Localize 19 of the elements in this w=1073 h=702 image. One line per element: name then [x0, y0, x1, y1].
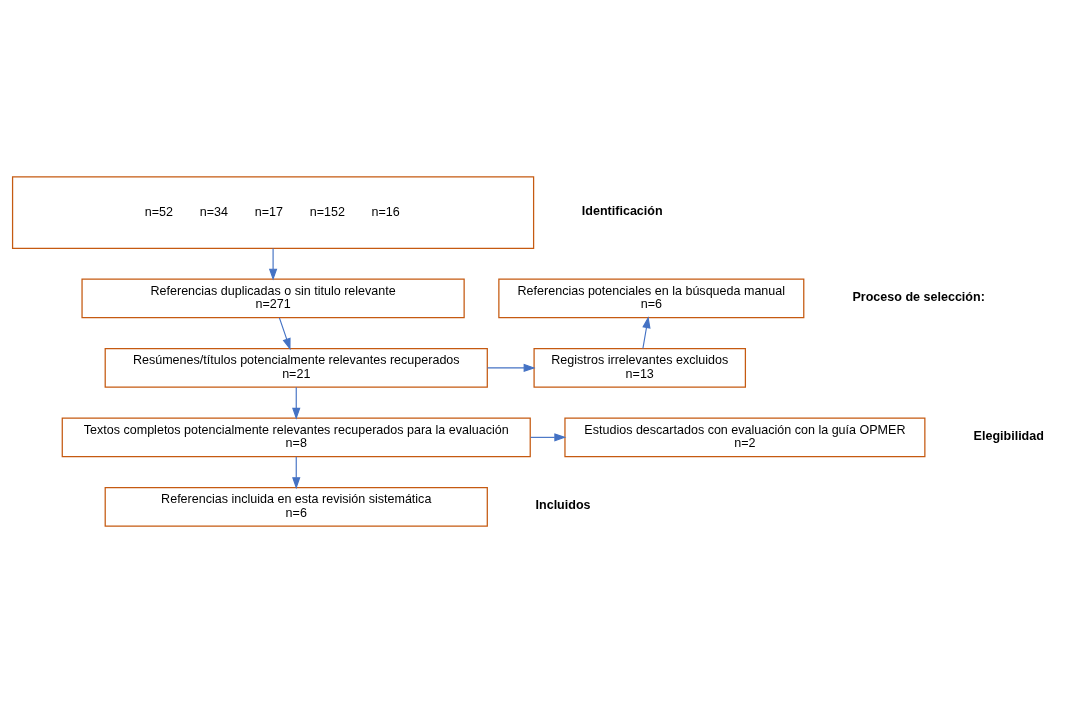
node-box: n=52 n=34 n=17 n=152 n=16	[11, 175, 535, 249]
label: Proceso de selección:	[852, 289, 985, 304]
node-box: Registros irrelevantes excluidos n=13	[533, 347, 746, 388]
arrow	[530, 432, 567, 442]
node-box: Referencias incluida en esta revisión sistemática n=6	[104, 486, 488, 527]
node-box: Textos completos potencialmente relevantes recuperados para la evaluación n=8	[61, 416, 531, 457]
node-box: Referencias potenciales en la búsqueda manual n=6	[498, 278, 805, 318]
arrow	[292, 455, 301, 489]
node-box: Resúmenes/títulos potencialmente relevantes recuperados n=21	[104, 347, 488, 388]
label: Identificación	[581, 203, 663, 218]
node-box: Referencias duplicadas o sin titulo relevante n=271	[81, 278, 465, 318]
arrow	[268, 247, 278, 281]
arrow	[292, 386, 301, 420]
node-box: Estudios descartados con evaluación con la guía OPMER n=2	[564, 416, 926, 457]
label: Elegibilidad	[973, 428, 1044, 443]
arrow	[278, 316, 291, 350]
label: Incluidos	[535, 497, 591, 512]
arrow	[642, 315, 651, 349]
arrow	[486, 363, 536, 372]
